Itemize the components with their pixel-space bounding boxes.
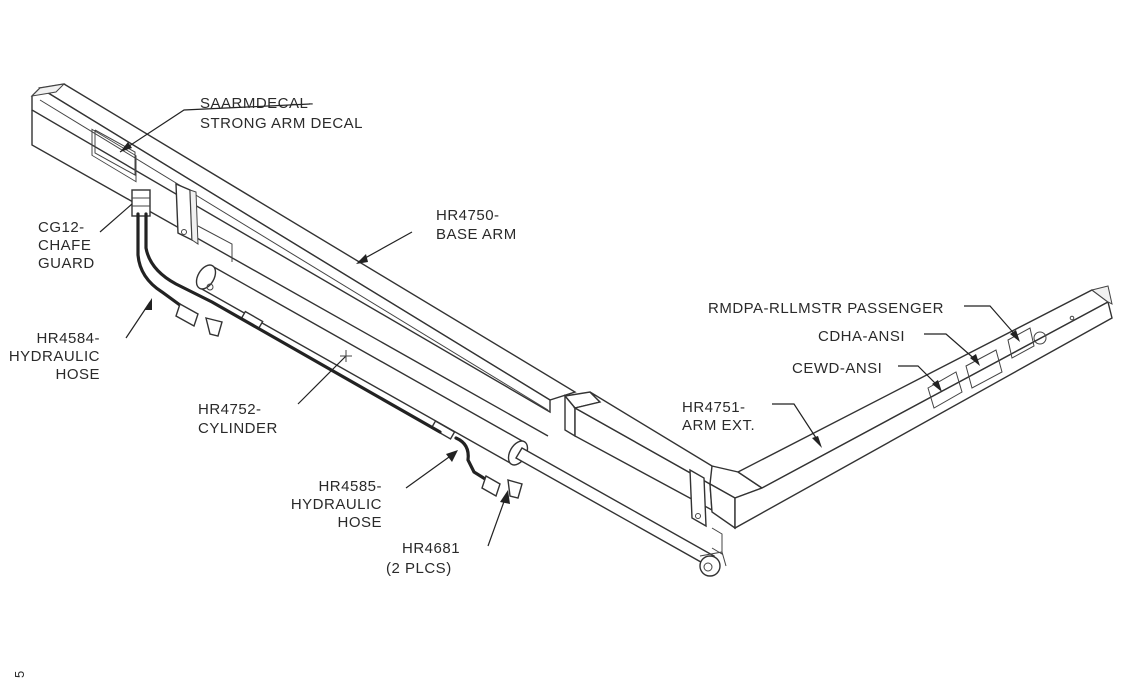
- callout-hr4681: HR4681 (2 PLCS): [386, 540, 460, 577]
- callout-line: GUARD: [38, 255, 95, 272]
- callout-line: BASE ARM: [436, 226, 517, 243]
- cdha-decal: [965, 349, 1003, 389]
- callout-line: RMDPA-RLLMSTR PASSENGER: [708, 300, 944, 317]
- arm-extension: [689, 285, 1113, 555]
- callout-hr4750: HR4750- BASE ARM: [436, 207, 517, 243]
- callout-hr4751: HR4751- ARM EXT.: [682, 399, 755, 434]
- callout-hr4585: HR4585- HYDRAULIC HOSE: [291, 478, 382, 531]
- hydraulic-cylinder: [195, 264, 727, 577]
- hydraulic-hose-hr4585: [454, 436, 523, 499]
- callout-line: CDHA-ANSI: [818, 328, 905, 345]
- hydraulic-hose-hr4584: [131, 189, 442, 434]
- callout-line: HOSE: [337, 514, 382, 531]
- base-arm: [30, 83, 577, 437]
- callout-hr4584: HR4584- HYDRAULIC HOSE: [9, 330, 100, 383]
- callout-rmdpa: RMDPA-RLLMSTR PASSENGER: [708, 300, 944, 317]
- callout-line: (2 PLCS): [386, 560, 452, 577]
- callout-line: CHAFE: [38, 237, 91, 254]
- leader-lines: [99, 103, 1020, 547]
- callout-line: HYDRAULIC: [291, 496, 382, 513]
- callout-line: HR4681: [402, 540, 460, 557]
- callout-line: CEWD-ANSI: [792, 360, 882, 377]
- callout-cewd: CEWD-ANSI: [792, 360, 882, 377]
- callout-line: HOSE: [55, 366, 100, 383]
- callout-line: HR4585-: [318, 478, 382, 495]
- cewd-decal: [927, 371, 963, 409]
- callout-line: CYLINDER: [198, 420, 278, 437]
- callout-line: HR4750-: [436, 207, 500, 224]
- callout-hr4752: HR4752- CYLINDER: [198, 401, 278, 437]
- callout-line: HR4751-: [682, 399, 746, 416]
- callout-cg12: CG12- CHAFE GUARD: [38, 219, 95, 272]
- callout-cdha: CDHA-ANSI: [818, 328, 905, 345]
- page-number: 5: [12, 670, 27, 678]
- callout-line: CG12-: [38, 219, 85, 236]
- strong-arm-decal: [91, 128, 137, 183]
- rmdpa-decal: [1007, 327, 1035, 359]
- callout-line: HYDRAULIC: [9, 348, 100, 365]
- callout-line: SAARMDECAL-: [200, 95, 314, 112]
- callout-line: ARM EXT.: [682, 417, 755, 434]
- callout-line: STRONG ARM DECAL: [200, 115, 363, 132]
- callout-line: HR4752-: [198, 401, 262, 418]
- chafe-guard: [131, 189, 151, 217]
- callout-saarmdecal: SAARMDECAL- STRONG ARM DECAL: [200, 95, 363, 132]
- callout-line: HR4584-: [36, 330, 100, 347]
